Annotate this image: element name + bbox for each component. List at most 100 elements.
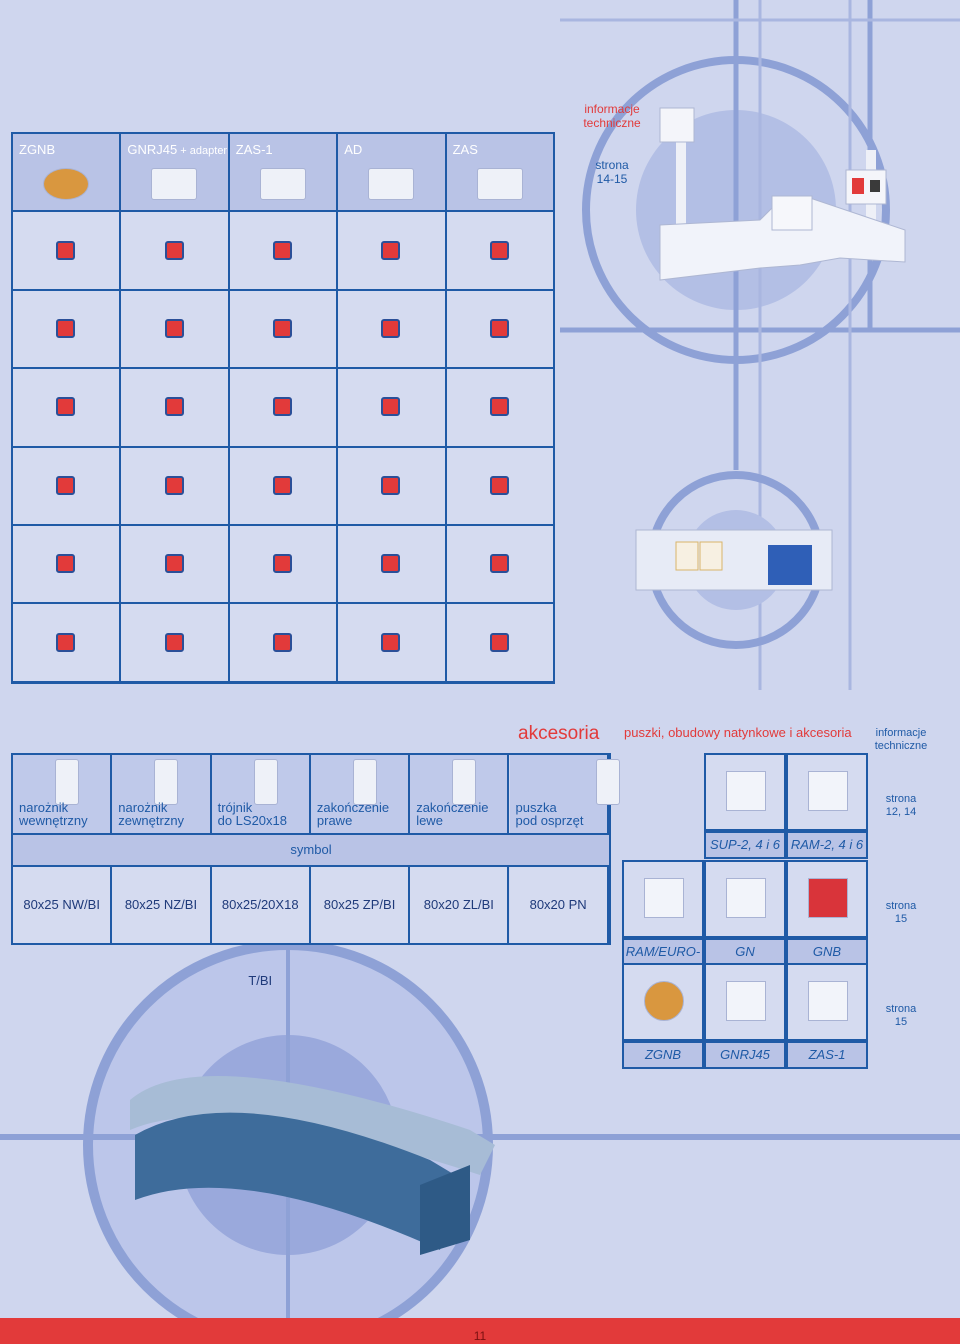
grid-cell	[446, 369, 555, 448]
top-page-ref: strona 14-15	[595, 158, 629, 186]
page-number: 11	[473, 1329, 487, 1343]
grid-header-label: ZAS-1	[236, 142, 273, 157]
grid-cell	[13, 604, 122, 683]
compatibility-marker	[489, 318, 509, 338]
compatibility-marker	[381, 318, 401, 338]
compatibility-marker	[489, 632, 509, 652]
compatibility-marker	[164, 318, 184, 338]
right-product-image-cell	[704, 753, 786, 831]
accessory-header-cell: zakończenie lewe	[410, 755, 510, 833]
accessory-code: 80x25/20X18 T/BI	[211, 867, 311, 988]
compatibility-marker	[164, 632, 184, 652]
accessory-name: zakończenie lewe	[416, 800, 489, 828]
grid-cell	[338, 290, 447, 370]
grid-cell	[446, 212, 555, 291]
grid-cell	[13, 447, 122, 526]
accessory-code: 80x20 ZL/BI	[410, 867, 510, 943]
right-product-label: SUP-2, 4 i 6	[704, 831, 786, 859]
accessory-name: trójnik do LS20x18	[217, 800, 287, 828]
grid-cell	[229, 369, 339, 448]
accessories-info-label: informacje techniczne	[874, 727, 928, 752]
right-product-image	[644, 981, 684, 1021]
compatibility-marker	[381, 554, 401, 574]
compatibility-marker	[164, 397, 184, 417]
compatibility-marker	[56, 318, 76, 338]
compatibility-marker	[381, 475, 401, 495]
accessory-header-cell: puszka pod osprzęt	[509, 755, 620, 833]
accessory-image	[55, 759, 79, 805]
grid-cell	[229, 290, 339, 370]
grid-cell	[121, 526, 230, 605]
grid-cell	[229, 526, 339, 605]
grid-cell	[13, 526, 122, 605]
grid-cell	[338, 447, 447, 526]
accessory-header-cell: narożnik wewnętrzny	[13, 755, 113, 833]
product-thumbnail	[476, 168, 523, 200]
right-product-image	[726, 878, 766, 918]
grid-header-label-text: ZGNB	[19, 142, 56, 157]
grid-header-label: ZAS	[453, 142, 478, 157]
compatibility-marker	[381, 240, 401, 260]
right-product-image-cell	[786, 963, 868, 1041]
grid-header-label: GNRJ45 + adapter	[127, 142, 227, 157]
right-product-image-cell	[622, 860, 704, 938]
accessory-image	[253, 759, 278, 805]
compatibility-marker	[489, 240, 509, 260]
compatibility-marker	[56, 632, 76, 652]
compatibility-marker	[56, 475, 76, 495]
compatibility-grid: ZGNB GNRJ45 + adapter ZAS-1 AD ZAS	[11, 132, 555, 684]
grid-cell	[338, 369, 447, 448]
accessory-name: zakończenie prawe	[316, 800, 390, 828]
accessory-image	[154, 759, 179, 805]
compatibility-marker	[56, 240, 76, 260]
compatibility-marker	[56, 397, 76, 417]
compatibility-marker	[56, 554, 76, 574]
compatibility-marker	[489, 475, 509, 495]
grid-cell	[13, 212, 122, 291]
right-product-label: GN	[704, 938, 786, 966]
grid-cell	[446, 290, 555, 370]
right-product-image-cell	[622, 963, 704, 1041]
accessory-name: narożnik wewnętrzny	[19, 800, 88, 828]
accessories-subtitle: puszki, obudowy natynkowe i akcesoria	[624, 725, 852, 740]
right-product-image	[808, 878, 848, 918]
grid-header-label: ZGNB	[19, 142, 55, 157]
grid-cell	[121, 369, 230, 448]
compatibility-marker	[381, 397, 401, 417]
accessory-header-cell: narożnik zewnętrzny	[112, 755, 212, 833]
product-thumbnail	[151, 168, 198, 200]
accessory-header-cell: trójnik do LS20x18	[211, 755, 311, 833]
right-product-label: RAM/EURO-2	[622, 938, 704, 983]
accessory-name: narożnik zewnętrzny	[118, 800, 185, 828]
grid-cell	[338, 526, 447, 605]
grid-header-label-suffix: + adapter	[177, 145, 228, 157]
accessory-name: puszka pod osprzęt	[515, 800, 584, 828]
accessories-table: narożnik wewnętrzny 80x25 NW/BI narożnik z…	[11, 753, 620, 988]
grid-cell	[121, 447, 230, 526]
compatibility-marker	[489, 554, 509, 574]
compatibility-marker	[272, 240, 292, 260]
right-product-image	[808, 771, 848, 811]
grid-header-3: AD	[338, 134, 447, 213]
compatibility-marker	[489, 397, 509, 417]
compatibility-marker	[272, 318, 292, 338]
product-thumbnail	[43, 168, 89, 200]
right-product-image-cell	[786, 753, 868, 831]
grid-cell	[121, 604, 230, 683]
accessory-image	[352, 759, 377, 805]
accessory-code: 80x25 NW/BI	[13, 867, 113, 943]
right-product-label: ZAS-1	[786, 1041, 868, 1069]
grid-cell	[13, 369, 122, 448]
grid-header-label-text: AD	[344, 142, 363, 157]
right-product-image	[726, 981, 766, 1021]
right-product-label: GNB	[786, 938, 868, 966]
compatibility-marker	[164, 240, 184, 260]
symbol-row: symbol	[13, 833, 609, 867]
compatibility-marker	[381, 632, 401, 652]
right-product-image-cell	[704, 860, 786, 938]
compatibility-marker	[272, 397, 292, 417]
grid-cell	[446, 604, 555, 683]
grid-header-1: GNRJ45 + adapter	[121, 134, 230, 213]
accessory-header-cell: zakończenie prawe	[310, 755, 411, 833]
